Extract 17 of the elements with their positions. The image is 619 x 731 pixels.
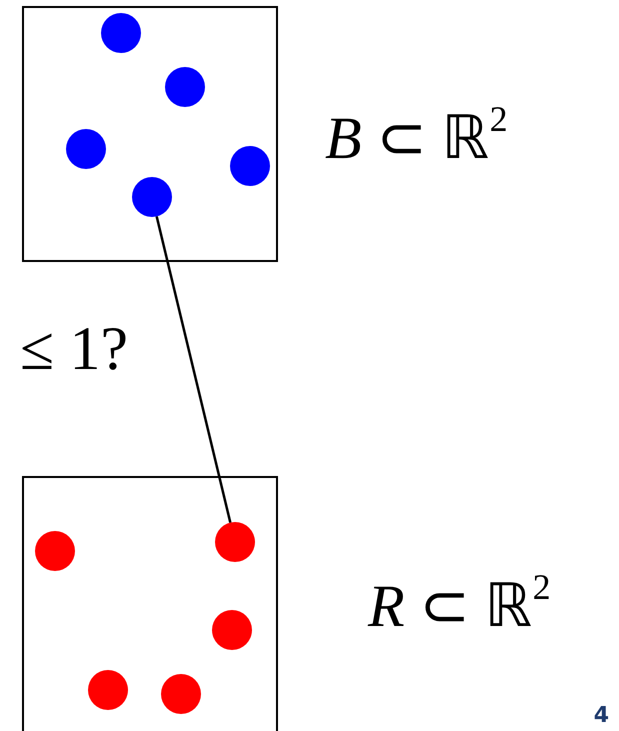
point-dot xyxy=(230,146,270,186)
point-dot xyxy=(101,13,141,53)
point-dot xyxy=(132,177,172,217)
edge-label: ≤ 1? xyxy=(20,318,128,380)
point-dot xyxy=(161,674,201,714)
square-frame xyxy=(22,476,278,731)
point-dot xyxy=(212,610,252,650)
square-frame xyxy=(22,6,278,262)
set-notation: B ⊂ ℝ$^{2}$ xyxy=(325,108,508,168)
connector-line xyxy=(155,216,232,523)
point-dot xyxy=(35,531,75,571)
point-dot xyxy=(215,522,255,562)
page-number: 4 xyxy=(594,705,609,727)
point-dot xyxy=(66,129,106,169)
set-notation: R ⊂ ℝ$^{2}$ xyxy=(368,576,551,636)
point-dot xyxy=(165,67,205,107)
point-dot xyxy=(88,670,128,710)
